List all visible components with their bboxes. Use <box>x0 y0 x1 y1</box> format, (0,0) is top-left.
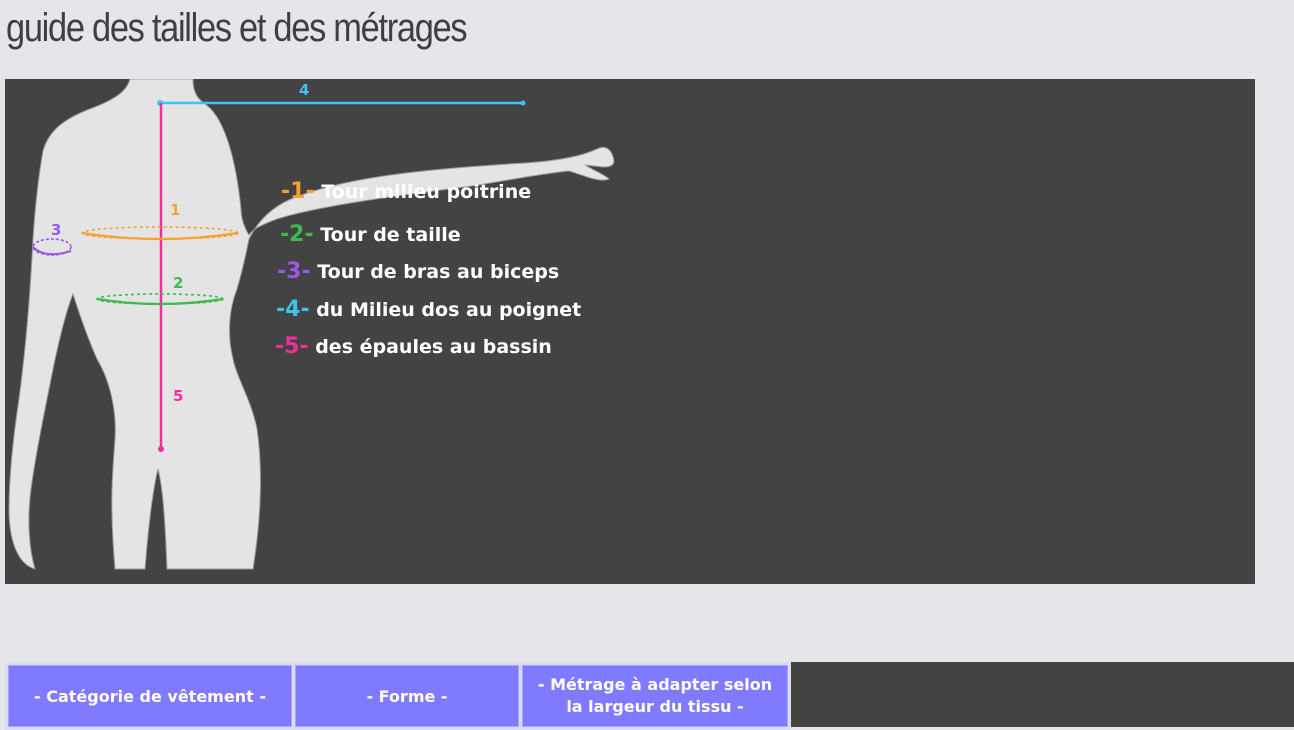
body-silhouette <box>8 79 615 570</box>
body-outline <box>8 79 615 570</box>
size-guide-figure: 1 2 3 4 5 -1- Tour milieu poitrine -2- T… <box>5 79 1255 584</box>
label-5: 5 <box>173 387 184 405</box>
label-4: 4 <box>299 81 310 99</box>
legend-num-2: -2- <box>280 222 314 247</box>
header-forme: - Forme - <box>295 665 519 727</box>
label-3: 3 <box>51 221 62 239</box>
label-2: 2 <box>173 274 184 292</box>
legend-text-5: des épaules au bassin <box>315 336 552 358</box>
legend-num-4: -4- <box>276 297 310 322</box>
size-table-container: - Catégorie de vêtement - - Forme - - Mé… <box>5 662 1294 730</box>
header-metrage-line2: la largeur du tissu - <box>566 697 744 716</box>
header-metrage: - Métrage à adapter selon la largeur du … <box>522 665 788 727</box>
legend-text-3: Tour de bras au biceps <box>317 261 560 283</box>
legend-item-5: -5- des épaules au bassin <box>275 334 552 359</box>
legend-text-2: Tour de taille <box>320 224 461 246</box>
header-categorie: - Catégorie de vêtement - <box>8 665 292 727</box>
legend-text-4: du Milieu dos au poignet <box>316 299 582 321</box>
legend-item-4: -4- du Milieu dos au poignet <box>276 297 581 322</box>
legend-num-5: -5- <box>275 334 309 359</box>
legend-item-2: -2- Tour de taille <box>280 222 461 247</box>
header-metrage-line1: - Métrage à adapter selon <box>537 675 773 694</box>
legend-num-3: -3- <box>277 259 311 284</box>
page-title: guide des tailles et des métrages <box>6 6 468 50</box>
legend-num-1: -1- <box>281 179 315 204</box>
label-1: 1 <box>170 201 181 219</box>
legend-item-1: -1- Tour milieu poitrine <box>281 179 531 204</box>
size-table: - Catégorie de vêtement - - Forme - - Mé… <box>5 662 791 730</box>
legend-item-3: -3- Tour de bras au biceps <box>277 259 559 284</box>
table-header-row: - Catégorie de vêtement - - Forme - - Mé… <box>8 665 788 727</box>
legend-text-1: Tour milieu poitrine <box>321 181 532 203</box>
